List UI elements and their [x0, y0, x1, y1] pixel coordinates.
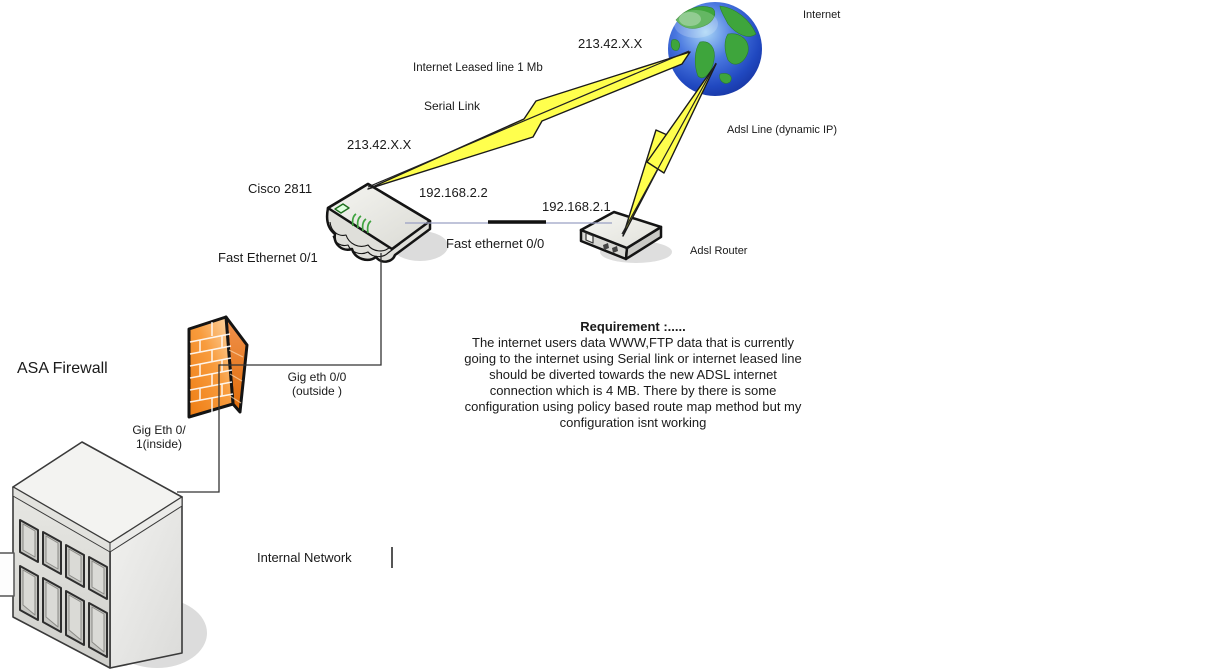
requirement-note: Requirement :..... The internet users da… — [437, 319, 829, 431]
office-building-icon — [0, 441, 183, 669]
requirement-line: connection which is 4 MB. There by there… — [489, 383, 777, 398]
requirement-line: configuration isnt working — [559, 415, 707, 430]
asa-firewall-icon — [187, 315, 249, 419]
fast-ethernet-01-label: Fast Ethernet 0/1 — [218, 250, 318, 265]
adsl-link-bolt — [622, 63, 717, 237]
asa-connection-line — [177, 253, 382, 493]
router-led — [334, 203, 350, 214]
internet-globe-icon — [668, 2, 762, 96]
internet-label: Internet — [803, 9, 841, 21]
cisco-2811-router-icon — [325, 182, 432, 263]
asa-firewall-label: ASA Firewall — [17, 360, 108, 377]
router-port-marks — [351, 213, 372, 234]
building-windows — [19, 519, 108, 658]
firewall-brick-lines — [189, 322, 234, 412]
ip-adsl-label: 192.168.2.1 — [542, 199, 611, 214]
ip-globe-label: 213.42.X.X — [578, 36, 643, 51]
gig-eth-00-line2: (outside ) — [291, 383, 343, 398]
requirement-title: Requirement :..... — [580, 319, 686, 334]
serial-link-line — [367, 50, 690, 188]
requirement-line: The internet users data WWW,FTP data tha… — [472, 335, 794, 350]
adsl-link-line — [621, 62, 717, 235]
ip-cisco-lan-label: 192.168.2.2 — [419, 185, 488, 200]
requirement-line: configuration using policy based route m… — [464, 399, 802, 414]
text-cursor — [391, 547, 393, 568]
building-side-annex — [0, 552, 15, 597]
cisco-2811-label: Cisco 2811 — [248, 181, 313, 196]
adsl-line-label: Adsl Line (dynamic IP) — [727, 124, 838, 136]
gig-eth-00-line1: Gig eth 0/0 — [287, 370, 347, 384]
requirement-line: should be diverted towards the new ADSL … — [489, 367, 777, 382]
adsl-router-label: Adsl Router — [690, 245, 748, 257]
requirement-line: going to the internet using Serial link … — [464, 351, 802, 366]
serial-link-label: Serial Link — [424, 99, 481, 113]
adsl-port — [585, 232, 594, 244]
ip-cisco-wan-label: 213.42.X.X — [347, 137, 412, 152]
adsl-router-icon — [579, 210, 663, 261]
firewall-side-lines — [228, 349, 244, 404]
serial-link-bolt — [367, 51, 691, 190]
gig-eth-00-label: Gig eth 0/0 (outside ) — [265, 370, 369, 399]
gig-eth-01-label: Gig Eth 0/ 1(inside) — [107, 423, 211, 452]
gig-eth-01-line1: Gig Eth 0/ — [132, 423, 186, 437]
internal-network-label: Internal Network — [257, 550, 352, 565]
fast-ethernet-00-label: Fast ethernet 0/0 — [446, 236, 545, 251]
gig-eth-01-line2: 1(inside) — [135, 436, 183, 451]
leased-line-label: Internet Leased line 1 Mb — [413, 62, 543, 74]
